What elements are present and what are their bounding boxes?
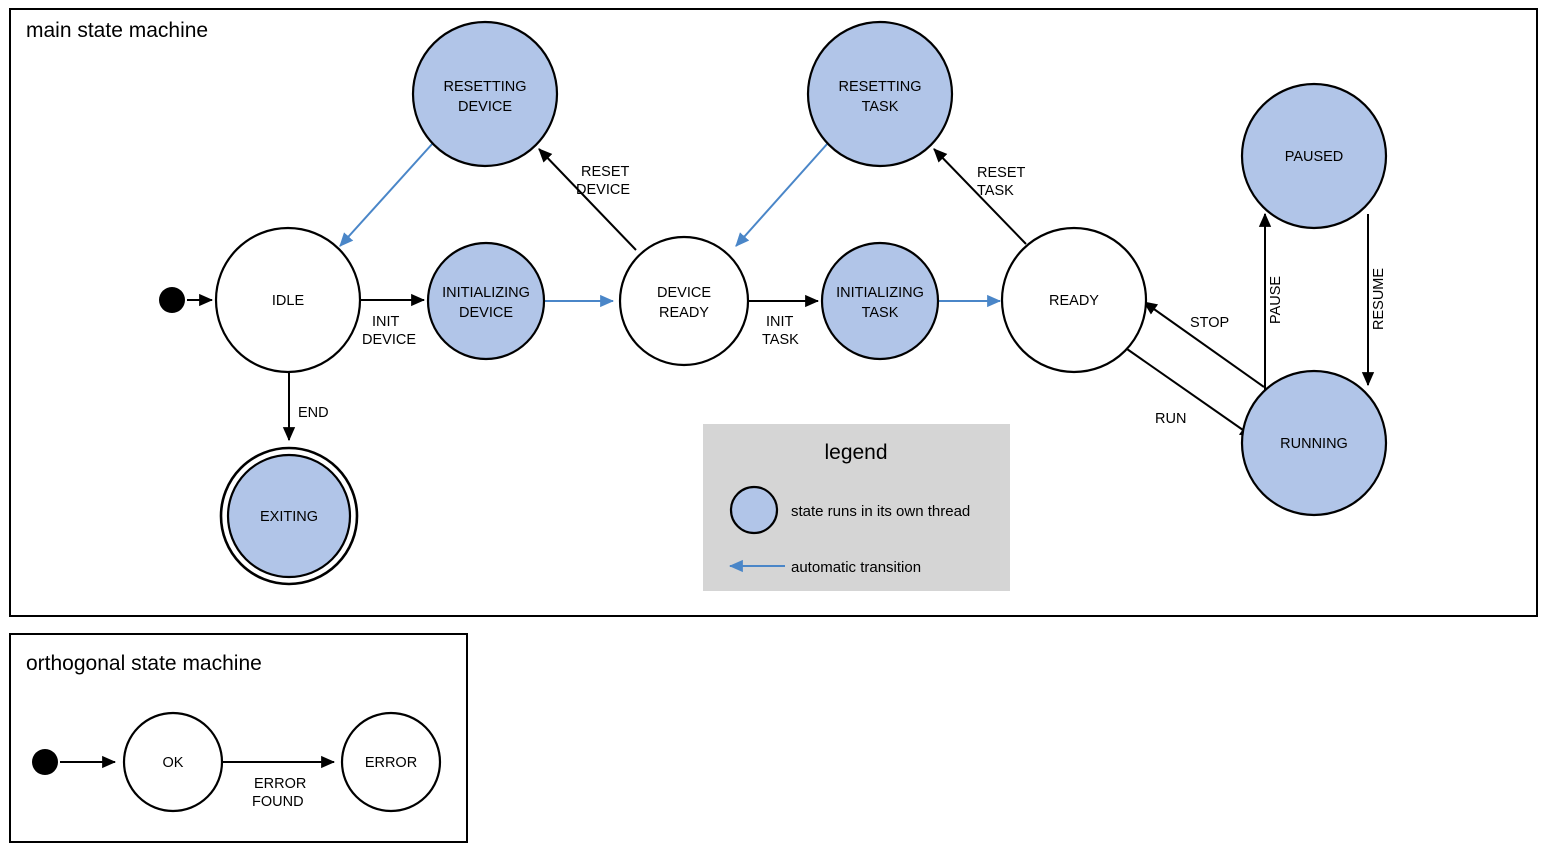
transition-label-reset-device-line1: RESET xyxy=(581,164,629,180)
transition-label-init-device-line1: INIT xyxy=(372,314,400,330)
state-resetting-device-label-line2: DEVICE xyxy=(458,99,512,115)
state-device-ready-label-line1: DEVICE xyxy=(657,285,711,301)
state-exiting-shape[interactable] xyxy=(226,453,352,579)
state-initializing-task[interactable]: INITIALIZING TASK xyxy=(820,241,940,361)
state-error-shape[interactable] xyxy=(340,711,442,813)
state-idle-shape[interactable] xyxy=(214,226,362,374)
legend-automatic-transition-text: automatic transition xyxy=(791,559,921,576)
transition-label-error-found-line1: ERROR xyxy=(254,776,306,792)
transition-label-init-device-line2: DEVICE xyxy=(362,332,416,348)
legend-thread-state-icon xyxy=(729,485,779,535)
main-transitions: INIT DEVICE END RESET DEVICE INIT TASK xyxy=(187,142,1387,442)
state-resetting-device[interactable]: RESETTING DEVICE xyxy=(411,20,559,168)
transition-label-init-task-line2: TASK xyxy=(762,332,799,348)
transition-device-ready-resetting-device xyxy=(538,148,637,251)
state-initializing-device-label-line1: INITIALIZING xyxy=(442,285,530,301)
main-frame-title: main state machine xyxy=(26,19,208,42)
state-exiting[interactable]: EXITING xyxy=(219,446,359,586)
state-running[interactable]: RUNNING xyxy=(1240,369,1388,517)
state-initializing-device-shape[interactable] xyxy=(426,241,546,361)
state-error[interactable]: ERROR xyxy=(340,711,442,813)
state-ready-shape[interactable] xyxy=(1000,226,1148,374)
state-exiting-label: EXITING xyxy=(260,509,318,525)
state-resetting-task-shape[interactable] xyxy=(806,20,954,168)
transition-label-end: END xyxy=(298,405,329,421)
state-resetting-device-shape[interactable] xyxy=(411,20,559,168)
state-paused-shape[interactable] xyxy=(1240,82,1388,230)
state-idle[interactable]: IDLE xyxy=(214,226,362,374)
initial-state-marker xyxy=(159,287,185,313)
state-initializing-task-label-line1: INITIALIZING xyxy=(836,285,924,301)
state-running-shape[interactable] xyxy=(1240,369,1388,517)
transition-label-reset-task-line2: TASK xyxy=(977,183,1014,199)
state-paused-label: PAUSED xyxy=(1285,149,1344,165)
transition-label-error-found-line2: FOUND xyxy=(252,794,304,810)
state-error-label: ERROR xyxy=(365,755,417,771)
state-running-label: RUNNING xyxy=(1280,436,1348,452)
state-resetting-task[interactable]: RESETTING TASK xyxy=(806,20,954,168)
state-device-ready-label-line2: READY xyxy=(659,305,709,321)
state-ready[interactable]: READY xyxy=(1000,226,1148,374)
transition-ready-resetting-task xyxy=(933,148,1027,245)
state-resetting-task-label-line2: TASK xyxy=(862,99,899,115)
state-initializing-task-shape[interactable] xyxy=(820,241,940,361)
state-resetting-task-label-line1: RESETTING xyxy=(839,79,922,95)
state-device-ready-shape[interactable] xyxy=(618,235,750,367)
transition-ready-running xyxy=(1126,348,1254,438)
transition-label-stop: STOP xyxy=(1190,315,1229,331)
state-initializing-task-label-line2: TASK xyxy=(862,305,899,321)
transition-resetting-task-device-ready xyxy=(735,142,829,247)
transition-label-reset-task-line1: RESET xyxy=(977,165,1025,181)
transition-label-run: RUN xyxy=(1155,411,1186,427)
state-ok-shape[interactable] xyxy=(122,711,224,813)
transition-label-pause: PAUSE xyxy=(1268,276,1284,324)
state-resetting-device-label-line1: RESETTING xyxy=(444,79,527,95)
transition-label-init-task-line1: INIT xyxy=(766,314,794,330)
state-device-ready[interactable]: DEVICE READY xyxy=(618,235,750,367)
transition-label-reset-device-line2: DEVICE xyxy=(576,182,630,198)
main-states: IDLE RESETTING DEVICE INITIALIZING DEVIC… xyxy=(214,20,1388,586)
legend-thread-state-text: state runs in its own thread xyxy=(791,503,970,520)
state-ok-label: OK xyxy=(163,755,184,771)
orthogonal-initial-state-marker xyxy=(32,749,58,775)
state-idle-label: IDLE xyxy=(272,293,305,309)
transition-running-ready xyxy=(1143,301,1265,388)
state-paused[interactable]: PAUSED xyxy=(1240,82,1388,230)
state-initializing-device[interactable]: INITIALIZING DEVICE xyxy=(426,241,546,361)
state-ok[interactable]: OK xyxy=(122,711,224,813)
orthogonal-frame-title: orthogonal state machine xyxy=(26,652,262,675)
transition-resetting-device-idle xyxy=(339,142,434,247)
state-initializing-device-label-line2: DEVICE xyxy=(459,305,513,321)
legend: legend state runs in its own thread auto… xyxy=(703,424,1010,591)
transition-label-resume: RESUME xyxy=(1371,268,1387,330)
state-ready-label: READY xyxy=(1049,293,1099,309)
orthogonal-state-machine-frame: orthogonal state machine ERROR FOUND OK … xyxy=(9,633,468,843)
legend-title: legend xyxy=(824,441,887,464)
